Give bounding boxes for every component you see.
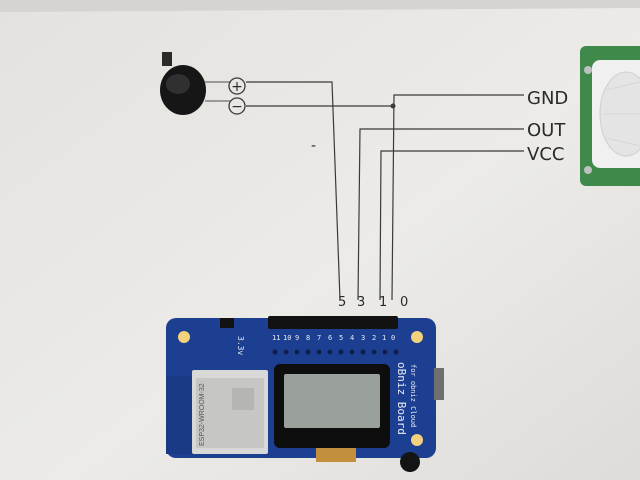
pin-label-1: 1 bbox=[379, 295, 387, 310]
pin-header bbox=[268, 316, 398, 329]
header-label-2: 2 bbox=[372, 334, 376, 342]
paper-top-edge bbox=[0, 0, 640, 12]
header-label-9: 9 bbox=[295, 334, 299, 342]
header-label-4: 4 bbox=[350, 334, 354, 342]
stray-dash-mark: - bbox=[311, 138, 316, 154]
header-label-6: 6 bbox=[328, 334, 332, 342]
header-label-11: 11 bbox=[272, 334, 280, 342]
board-tagline: for obniz Cloud bbox=[409, 364, 417, 427]
board-brand: oBniz Board bbox=[395, 362, 408, 435]
header-label-0: 0 bbox=[391, 334, 395, 342]
pin-label-3: 3 bbox=[357, 295, 365, 310]
wire-vcc bbox=[379, 150, 524, 301]
pir-sensor bbox=[580, 46, 640, 186]
header-label-5: 5 bbox=[339, 334, 343, 342]
header-label-10: 10 bbox=[283, 334, 291, 342]
buzzer-minus-label: − bbox=[231, 99, 243, 115]
label-vcc: VCC bbox=[527, 144, 564, 165]
wire-out bbox=[357, 128, 524, 301]
label-out: OUT bbox=[527, 120, 566, 141]
pin-label-5: 5 bbox=[338, 295, 346, 310]
header-label-3: 3 bbox=[361, 334, 365, 342]
buzzer-minus-symbol: − bbox=[228, 97, 246, 115]
oled-display bbox=[274, 364, 390, 462]
wire-gnd bbox=[391, 94, 524, 301]
obniz-board: 3.3v 11 10 9 8 7 6 5 4 3 2 1 0 bbox=[166, 316, 444, 472]
wires bbox=[246, 81, 524, 301]
buzzer-plus-symbol: + bbox=[228, 77, 246, 95]
wire-junction bbox=[390, 103, 396, 109]
header-label-7: 7 bbox=[317, 334, 321, 342]
buzzer-plus-label: + bbox=[231, 79, 243, 95]
label-gnd: GND bbox=[527, 88, 568, 109]
esp32-module: ESP32-WROOM-32 bbox=[166, 370, 268, 454]
header-label-8: 8 bbox=[306, 334, 310, 342]
esp32-module-name: ESP32-WROOM-32 bbox=[199, 383, 206, 446]
pin-label-0: 0 bbox=[400, 295, 408, 310]
header-pin-labels: 11 10 9 8 7 6 5 4 3 2 1 0 bbox=[272, 334, 395, 342]
wire-buzzer-plus bbox=[246, 81, 341, 301]
buzzer bbox=[160, 52, 231, 115]
header-label-1: 1 bbox=[382, 334, 386, 342]
voltage-label: 3.3v bbox=[236, 336, 245, 355]
